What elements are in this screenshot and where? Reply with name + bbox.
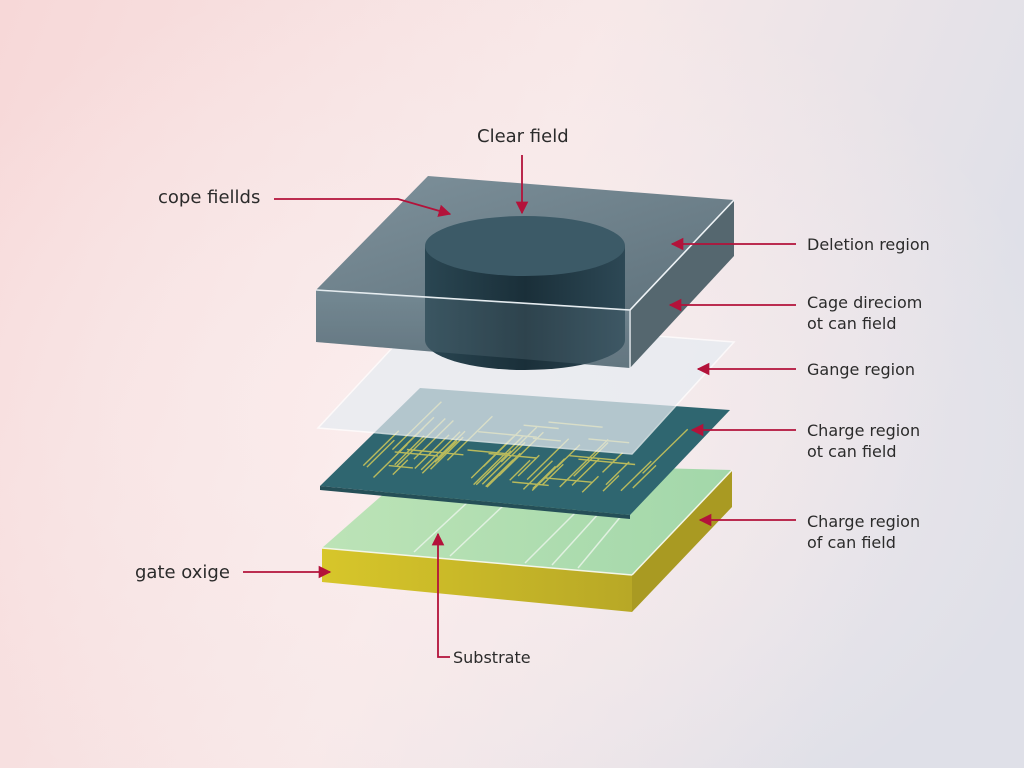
cylinder <box>425 216 625 370</box>
circuit-trace <box>488 452 537 459</box>
circuit-trace <box>545 477 592 483</box>
label-clear-field: Clear field <box>477 126 569 147</box>
label-gange-region: Gange region <box>807 360 916 379</box>
label-charge-region-2-line2: of can field <box>807 533 896 552</box>
label-substrate: Substrate <box>453 648 531 667</box>
label-gate-oxige: gate oxige <box>135 562 230 583</box>
annotation-arrows <box>243 155 796 658</box>
circuit-trace <box>541 463 564 486</box>
circuit-trace <box>569 455 617 461</box>
label-cage-direction-line1: Cage direciom <box>807 293 923 312</box>
circuit-trace <box>620 460 652 492</box>
arrow-substrate <box>431 532 450 658</box>
circuit-trace <box>578 458 636 466</box>
circuit-trace <box>517 454 540 477</box>
circuit-trace <box>362 430 400 467</box>
circuit-trace <box>481 441 526 485</box>
label-charge-region-1: Charge region ot can field <box>807 420 920 462</box>
circuit-trace <box>373 443 408 478</box>
circuit-trace <box>485 459 514 488</box>
circuit-trace <box>486 462 513 488</box>
circuit-trace <box>467 449 509 455</box>
circuit-trace <box>632 464 657 489</box>
circuit-trace <box>602 475 620 492</box>
circuit-trace <box>509 459 531 481</box>
label-charge-region-1-line2: ot can field <box>807 442 897 461</box>
label-cope-fields: cope fiellds <box>158 187 261 208</box>
top-block <box>315 176 735 370</box>
circuit-trace <box>522 460 553 490</box>
circuit-trace <box>366 439 395 468</box>
label-cage-direction: Cage direciom ot can field <box>807 292 922 334</box>
label-charge-region-2: Charge region of can field <box>807 511 920 553</box>
label-charge-region-2-line1: Charge region <box>807 512 921 531</box>
circuit-trace <box>406 448 464 456</box>
circuit-trace <box>642 428 689 474</box>
circuit-trace <box>605 461 630 486</box>
label-cage-direction-line2: ot can field <box>807 314 897 333</box>
label-charge-region-1-line1: Charge region <box>807 421 921 440</box>
circuit-trace <box>388 464 413 469</box>
circuit-trace <box>437 440 458 461</box>
circuit-trace <box>394 451 439 457</box>
circuit-trace <box>581 475 599 493</box>
arrow-cope-fields <box>274 198 452 217</box>
circuit-trace <box>512 481 549 487</box>
label-deletion-region: Deletion region <box>807 235 930 254</box>
